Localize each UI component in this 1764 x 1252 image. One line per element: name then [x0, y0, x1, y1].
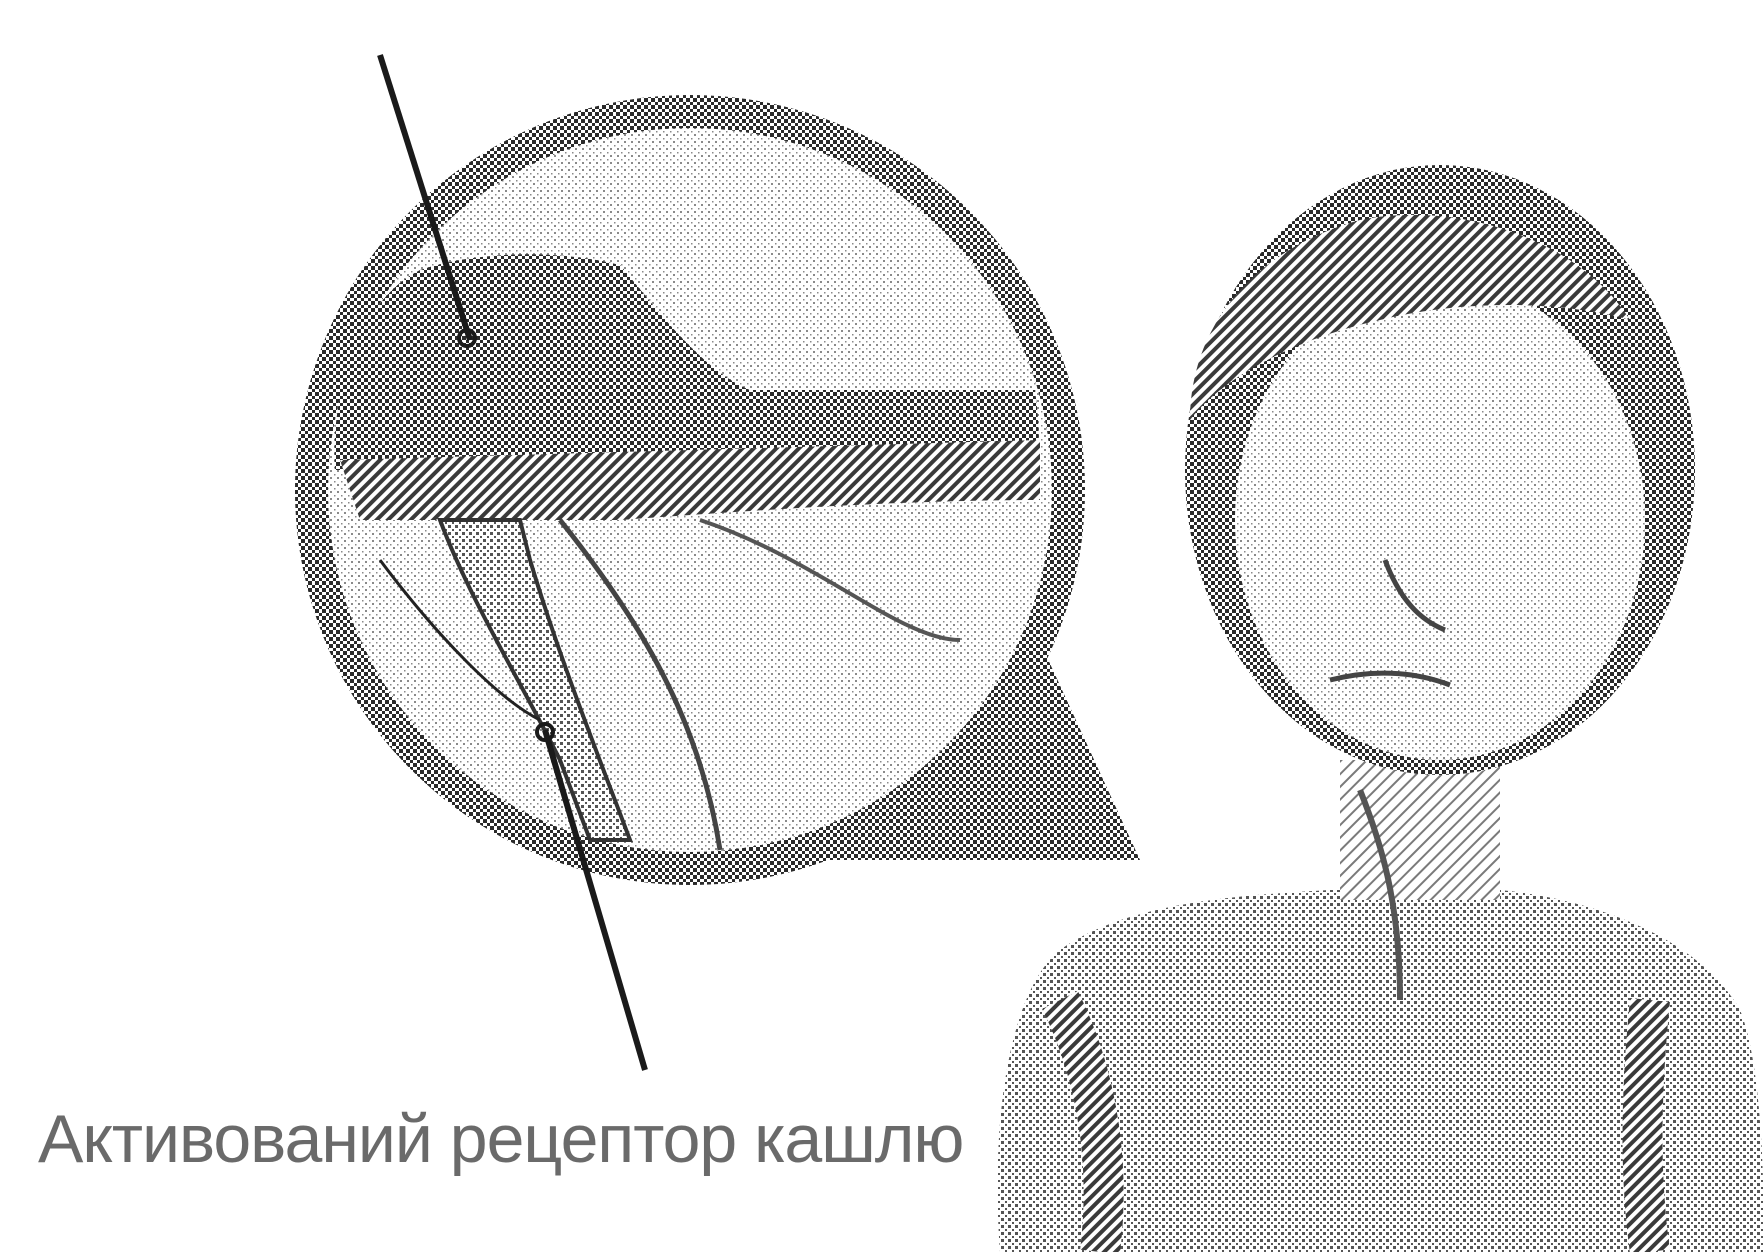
- child-figure-icon: [998, 165, 1764, 1252]
- magnified-throat-icon: [295, 95, 1085, 885]
- cough-receptor-label: Активований рецептор кашлю: [38, 1100, 963, 1178]
